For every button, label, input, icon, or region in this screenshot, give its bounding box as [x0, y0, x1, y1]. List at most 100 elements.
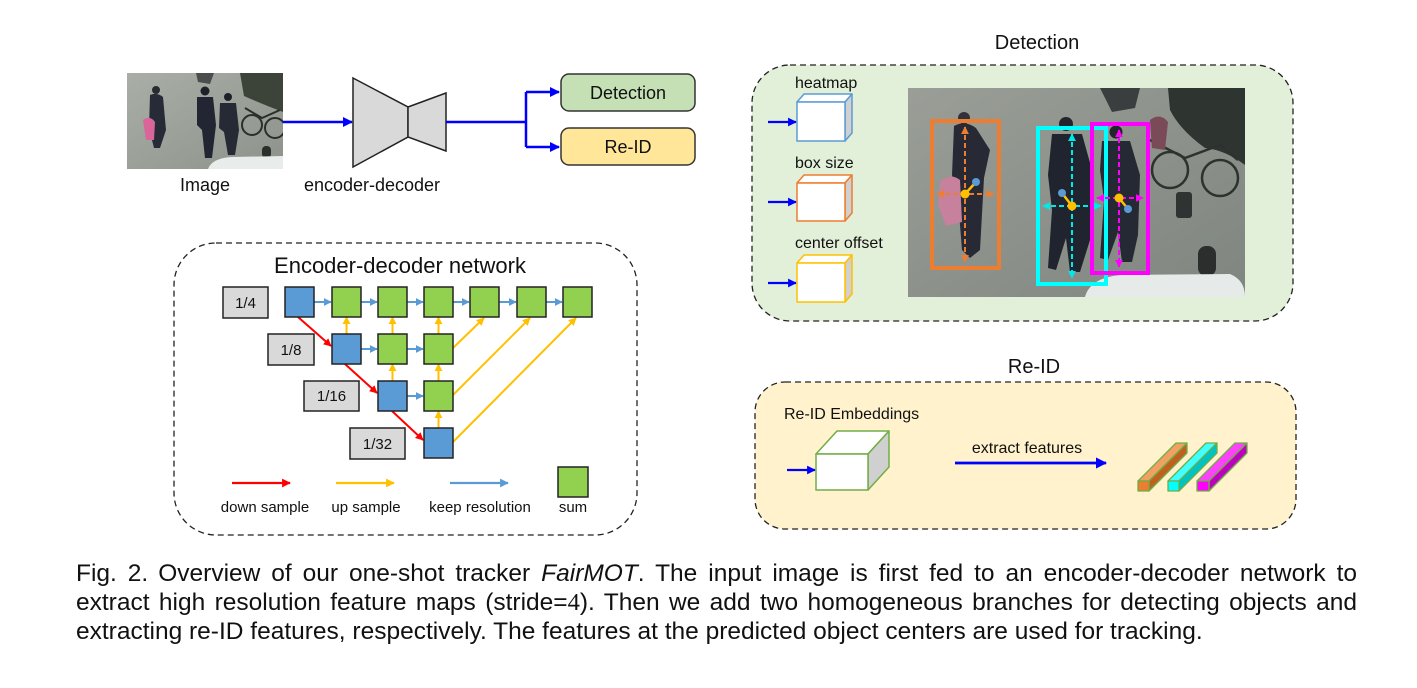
scale-text: 1/16: [317, 388, 346, 405]
backbone-node-1-16: [377, 380, 408, 412]
figure-caption: Fig. 2.Overview of our one-shot tracker …: [76, 559, 1357, 646]
up-sample-arrow: [452, 317, 577, 443]
feature-vector-face: [1196, 480, 1210, 492]
reid-title: Re-ID: [1008, 356, 1060, 378]
scale-label-1-4: 1/4: [222, 286, 269, 319]
encoder-decoder-shape: [352, 76, 447, 169]
heatmap-label: heatmap: [795, 75, 857, 92]
box-size-cube-icon: [796, 174, 853, 222]
detection-panel: Detection heatmap box size center o: [751, 32, 1294, 322]
network-legend: down sample up sample keep resolution su…: [221, 466, 589, 516]
caption-line-2: extract high resolution feature maps (st…: [76, 588, 1357, 617]
reid-branch-label: Re-ID: [604, 137, 651, 157]
center-point: [1114, 193, 1124, 203]
input-image-thumbnail: [127, 73, 283, 169]
overview-pipeline: Image encoder-decoder Detection Re-ID: [127, 73, 696, 195]
caption-text: ). Then we add two homogeneous branches …: [579, 589, 1357, 616]
scale-label-1-16: 1/16: [303, 380, 360, 412]
offset-point: [1058, 189, 1066, 197]
reid-embedding-cube-icon: [815, 430, 890, 491]
backbone-node-1-32: [423, 427, 454, 459]
bounding-box: [1036, 126, 1108, 286]
box-size-head: box size: [768, 155, 854, 222]
bounding-box: [1090, 122, 1150, 275]
sum-node: [377, 333, 408, 365]
center-offset-label: center offset: [795, 235, 883, 252]
backbone-node-1-8: [331, 333, 362, 365]
down-sample-arrows: [297, 316, 424, 441]
center-point: [1067, 201, 1077, 211]
up-sample-arrow: [452, 317, 531, 396]
encoder-decoder-network-panel: Encoder-decoder network 1/4 1/8 1/16 1/3…: [173, 242, 638, 536]
legend-down-sample-label: down sample: [221, 499, 309, 516]
bounding-box: [930, 119, 1001, 270]
detection-panel-border: [751, 64, 1294, 322]
caption-stride-value: 4: [567, 589, 580, 616]
offset-point: [1124, 205, 1132, 213]
detection-branch-label: Detection: [590, 83, 666, 103]
sum-node: [516, 286, 547, 318]
feature-vector-cyan: [1167, 442, 1218, 492]
scale-text: 1/8: [281, 342, 302, 359]
caption-text: Overview of our one-shot tracker: [158, 560, 542, 587]
scale-label-1-8: 1/8: [267, 333, 315, 366]
encoder-decoder-label: encoder-decoder: [304, 175, 440, 195]
legend-keep-resolution-label: keep resolution: [429, 499, 531, 516]
reid-branch-bg: [560, 127, 696, 166]
sum-node: [423, 380, 454, 412]
image-label: Image: [180, 175, 230, 195]
caption-figure-label: Fig. 2.: [76, 560, 149, 587]
backbone-node-1-4: [284, 286, 315, 318]
caption-text: extracting re-ID features, respectively.…: [76, 618, 1203, 645]
legend-sum-label: sum: [559, 499, 587, 516]
offset-point: [972, 178, 980, 186]
feature-vector-face: [1137, 480, 1150, 492]
decoder-trapezoid: [407, 91, 447, 153]
sum-node: [423, 333, 454, 365]
detection-box-orange: [930, 119, 1001, 270]
down-sample-arrow: [391, 410, 424, 441]
encoder-trapezoid: [352, 76, 409, 169]
heatmap-cube-icon: [796, 93, 853, 142]
sum-node: [377, 286, 408, 318]
box-size-label: box size: [795, 155, 854, 172]
reid-panel: Re-ID Re-ID Embeddings extract features: [754, 356, 1297, 530]
sum-node: [423, 286, 454, 318]
feature-vector-face: [1167, 480, 1180, 492]
scale-text: 1/4: [235, 295, 256, 312]
legend-up-sample-label: up sample: [331, 499, 400, 516]
caption-method-name: FairMOT: [541, 560, 638, 587]
reid-panel-border: [754, 381, 1297, 530]
reid-embeddings-label: Re-ID Embeddings: [784, 406, 919, 423]
reid-panel-bg: [755, 382, 1296, 529]
detection-branch-bg: [560, 73, 696, 112]
sum-node: [331, 286, 362, 318]
caption-text: . The input image is first fed to an enc…: [637, 560, 1358, 587]
feature-vector-magenta: [1196, 442, 1248, 492]
up-sample-arrow: [452, 317, 485, 349]
detection-box-magenta: [1090, 122, 1150, 275]
down-sample-arrow: [344, 363, 378, 394]
center-offset-head: center offset: [768, 235, 883, 303]
caption-line-1: Fig. 2.Overview of our one-shot tracker …: [76, 559, 1357, 588]
extract-features-label: extract features: [972, 440, 1082, 457]
fairmot-overview-figure: Image encoder-decoder Detection Re-ID En…: [127, 32, 1297, 536]
network-nodes: [284, 286, 593, 459]
center-offset-cube-icon: [796, 254, 853, 303]
up-sample-arrows: [342, 316, 577, 443]
heatmap-head: heatmap: [768, 75, 857, 142]
sum-node: [469, 286, 500, 318]
feature-vector-orange: [1137, 442, 1188, 492]
network-title: Encoder-decoder network: [274, 253, 527, 278]
caption-text: extract high resolution feature maps (st…: [76, 589, 568, 616]
reid-branch-box: Re-ID: [560, 127, 696, 166]
down-sample-arrow: [297, 316, 332, 347]
sum-node: [562, 286, 593, 318]
detection-title: Detection: [995, 32, 1080, 54]
keep-resolution-arrows: [314, 298, 563, 400]
branch-connector: [446, 87, 560, 152]
legend-sum-square: [557, 466, 589, 498]
center-point: [960, 189, 970, 199]
scale-text: 1/32: [363, 436, 392, 453]
scale-label-1-32: 1/32: [349, 427, 406, 460]
